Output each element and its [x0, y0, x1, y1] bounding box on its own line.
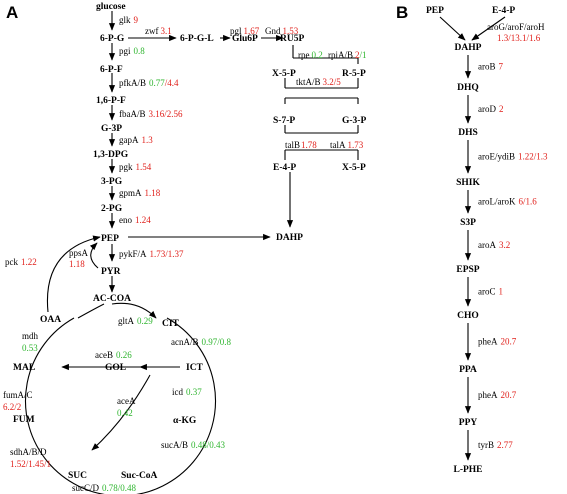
shik-metabolite-s3p: S3P — [460, 218, 476, 228]
metabolite-dahp-a: DAHP — [276, 233, 303, 243]
shik-metabolite-shik: SHIK — [456, 178, 480, 188]
shik-metabolite-e4p: E-4-P — [492, 6, 515, 16]
panel-label-b: B — [396, 3, 408, 22]
metabolite-mal: MAL — [13, 363, 35, 373]
metabolite-pep: PEP — [101, 234, 119, 244]
shik-metabolite-cho: CHO — [457, 311, 479, 321]
enzyme-mdh-name: mdh — [22, 331, 39, 341]
shik-metabolite-dhs: DHS — [458, 128, 478, 138]
enzyme-pps-name: ppsA — [69, 248, 89, 258]
metabolite-glu6p: Glu6P — [232, 34, 258, 44]
glycolysis-arrows — [89, 11, 271, 293]
metabolite-akg: α-KG — [173, 416, 197, 426]
metabolite-g6p: 6-P-G — [100, 34, 125, 44]
enzyme-fum-fold: 6.2/2 — [3, 402, 21, 412]
enzyme-talb: talB1.78 — [285, 140, 317, 150]
metabolite-3pg: 3-PG — [101, 177, 123, 187]
shik-metabolite-ppa: PPA — [459, 365, 477, 375]
metabolite-gol: GOL — [105, 363, 126, 373]
metabolite-x5p-b: X-5-P — [342, 163, 366, 173]
panel-label-a: A — [6, 3, 18, 22]
shik-arrow-e4p — [471, 16, 506, 41]
tca-arrows — [25, 235, 216, 494]
metabolite-dpg: 1,3-DPG — [93, 150, 129, 160]
metabolite-cit: CIT — [162, 319, 180, 329]
metabolite-oaa: OAA — [40, 315, 61, 325]
shik-metabolite-dhq: DHQ — [457, 83, 479, 93]
metabolite-x5p-a: X-5-P — [272, 69, 296, 79]
ppp-arrows — [128, 34, 359, 228]
shik-arrow-pep — [439, 16, 466, 41]
metabolite-succoa: Suc-CoA — [121, 471, 158, 481]
metabolite-f6p: 6-P-F — [100, 65, 123, 75]
metabolite-fbp: 1,6-P-F — [96, 96, 126, 106]
enzyme-fum-name: fumA/C — [3, 390, 33, 400]
shik-metabolite-l-phe: L-PHE — [453, 465, 482, 475]
enzyme-ace-a-name: aceA — [117, 396, 136, 406]
metabolite-glucose: glucose — [96, 2, 126, 12]
metabolite-2pg: 2-PG — [101, 204, 123, 214]
shik-metabolite-pep: PEP — [426, 6, 444, 16]
metabolite-e4p: E-4-P — [273, 163, 296, 173]
metabolite-fum: FUM — [13, 415, 35, 425]
shik-enzyme-0-fold: 1.3/13.1/1.6 — [497, 33, 541, 43]
metabolite-accoa: AC-COA — [93, 294, 131, 304]
metabolite-r5p: R-5-P — [342, 69, 366, 79]
shik-enzyme-0-name: aroG/aroF/aroH — [487, 22, 545, 32]
metabolite-g3p: G-3P — [101, 124, 122, 134]
metabolite-suc: SUC — [68, 471, 87, 481]
shikimate-pathway: PEP E-4-P DAHP DHQ DHS SHIK S3P EPSP CHO PPA PPY L-… — [426, 6, 548, 475]
metabolite-pyr: PYR — [101, 267, 121, 277]
metabolite-g3p-b: G-3-P — [342, 116, 366, 126]
shik-metabolite-dahp: DAHP — [455, 43, 482, 53]
metabolite-pgl: 6-P-G-L — [180, 34, 214, 44]
metabolite-s7p: S-7-P — [273, 116, 295, 126]
enzyme-ace-a-fold: 0.42 — [117, 408, 133, 418]
shik-metabolite-epsp: EPSP — [456, 265, 479, 275]
enzyme-sdh-name: sdhA/B/D — [10, 447, 47, 457]
metabolite-icit: ICT — [186, 363, 204, 373]
enzyme-sdh-fold: 1.52/1.45/1 — [10, 459, 51, 469]
enzyme-mdh-fold: 0.53 — [22, 343, 38, 353]
shik-metabolite-ppy: PPY — [459, 418, 478, 428]
enzyme-pps-fold: 1.18 — [69, 259, 85, 269]
metabolite-ru5p: RU5P — [280, 34, 304, 44]
